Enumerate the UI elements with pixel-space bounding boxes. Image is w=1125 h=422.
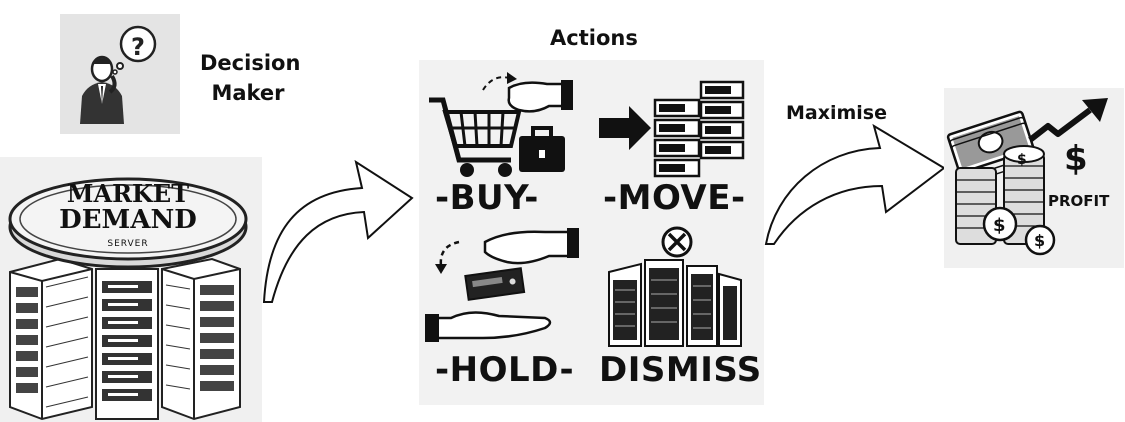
profit-label: PROFIT — [1048, 192, 1110, 210]
hold-hands-icon — [425, 228, 579, 342]
svg-text:$: $ — [993, 215, 1006, 236]
arrow-to-profit — [764, 123, 946, 245]
market-demand-panel: MARKET DEMAND SERVER — [0, 157, 262, 422]
svg-text:$: $ — [1017, 152, 1027, 168]
hold-label: -HOLD- — [435, 350, 575, 390]
market-demand-title: MARKET DEMAND SERVER — [28, 181, 228, 251]
dismiss-servers-icon — [608, 226, 742, 347]
thinking-person-icon: ? — [80, 25, 157, 124]
decision-maker-panel: ? — [60, 14, 180, 134]
profit-panel: $ $ $ $ PROFIT — [944, 88, 1124, 268]
actions-title: Actions — [550, 26, 638, 50]
buy-label: -BUY- — [435, 178, 539, 218]
svg-text:$: $ — [1034, 231, 1045, 250]
maximise-label: Maximise — [786, 102, 888, 124]
svg-text:?: ? — [131, 33, 145, 61]
move-servers-icon — [599, 80, 745, 178]
decision-label-line1: Decision — [200, 51, 301, 75]
server-rack-icon — [8, 177, 248, 421]
profit-icon: $ $ $ $ — [946, 98, 1108, 256]
server-label: SERVER — [107, 239, 149, 249]
demand-label: DEMAND — [59, 205, 197, 235]
move-label: -MOVE- — [603, 178, 746, 218]
market-label: MARKET — [66, 179, 190, 208]
dismiss-label: DISMISS — [599, 350, 762, 390]
shopping-cart-icon — [429, 72, 573, 177]
big-dollar-icon: $ — [1064, 139, 1088, 179]
actions-panel: -BUY- -MOVE- -HOLD- — [419, 60, 764, 405]
decision-label-line2: Maker — [211, 81, 285, 105]
arrow-to-actions — [262, 159, 414, 303]
decision-maker-label: Decision Maker — [200, 48, 301, 108]
